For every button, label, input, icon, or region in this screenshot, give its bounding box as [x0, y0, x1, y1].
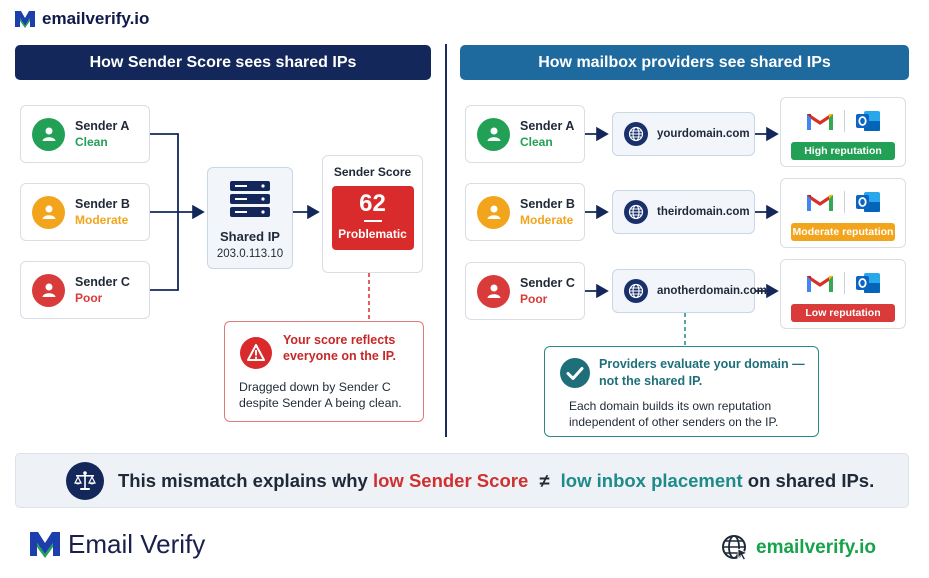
sender-name: Sender B — [520, 196, 575, 211]
summary-banner: This mismatch explains why low Sender Sc… — [15, 453, 909, 508]
user-icon — [32, 273, 65, 307]
note-heading: Providers evaluate your domain — not the… — [599, 357, 805, 388]
footer-brand-left: Email Verify — [28, 528, 205, 560]
footer-brand-name: Email Verify — [68, 528, 206, 559]
right-panel-title: How mailbox providers see shared IPs — [460, 45, 909, 80]
sender-status: Clean — [75, 134, 108, 149]
warning-callout: Your score reflects everyone on the IP. … — [224, 321, 424, 422]
summary-text: This mismatch explains why low Sender Sc… — [118, 470, 874, 492]
logo-separator — [843, 272, 845, 294]
domain-card: theirdomain.com — [612, 190, 755, 234]
sender-name: Sender A — [520, 118, 575, 133]
reputation-badge: Moderate reputation — [791, 223, 895, 241]
provider-note-callout: Providers evaluate your domain — not the… — [544, 346, 819, 437]
domain-card: yourdomain.com — [612, 112, 755, 156]
summary-teal-highlight: low inbox placement — [560, 469, 743, 491]
not-equal-symbol: ≠ — [539, 469, 550, 491]
left-panel-title: How Sender Score sees shared IPs — [15, 45, 431, 80]
right-sender-b-card: Sender B Moderate — [465, 183, 585, 241]
sender-score-value: 62 — [359, 190, 386, 217]
user-icon — [32, 195, 65, 229]
right-sender-a-card: Sender A Clean — [465, 105, 585, 163]
scales-icon — [66, 461, 104, 500]
footer-brand-right: emailverify.io — [721, 534, 876, 562]
domain-name: yourdomain.com — [657, 128, 750, 140]
shared-ip-address: 203.0.113.10 — [216, 248, 284, 260]
user-icon — [477, 195, 510, 229]
footer-site-name: emailverify.io — [756, 537, 877, 558]
globe-icon — [624, 200, 648, 224]
reputation-badge: Low reputation — [791, 304, 895, 322]
sender-name: Sender B — [75, 196, 130, 211]
left-sender-c-card: Sender C Poor — [20, 261, 150, 319]
panel-divider — [445, 44, 447, 437]
sender-score-verdict: Problematic — [338, 227, 407, 241]
brand-mark-icon — [30, 532, 60, 558]
globe-icon — [624, 122, 648, 146]
outlook-icon — [855, 273, 880, 293]
brand-logo-top: emailverify.io — [14, 9, 149, 29]
sender-status: Poor — [520, 291, 548, 306]
provider-card: Moderate reputation — [780, 178, 906, 248]
summary-red-highlight: low Sender Score — [372, 469, 529, 491]
left-sender-a-card: Sender A Clean — [20, 105, 150, 163]
sender-status: Moderate — [75, 212, 129, 227]
user-icon — [32, 117, 65, 151]
right-sender-c-card: Sender C Poor — [465, 262, 585, 320]
check-circle-icon — [560, 358, 590, 388]
sender-status: Poor — [75, 290, 103, 305]
logo-separator — [843, 110, 845, 132]
globe-icon — [624, 279, 648, 303]
sender-name: Sender C — [520, 275, 575, 290]
gmail-icon — [806, 113, 833, 130]
summary-part2: on shared IPs. — [747, 469, 875, 491]
shared-ip-card: Shared IP 203.0.113.10 — [207, 167, 293, 269]
brand-mark-icon — [15, 11, 35, 28]
provider-card: High reputation — [780, 97, 906, 167]
sender-score-label: Sender Score — [333, 165, 412, 179]
server-icon — [230, 181, 270, 217]
gmail-icon — [806, 194, 833, 211]
warning-heading: Your score reflects everyone on the IP. — [283, 333, 397, 363]
provider-card: Low reputation — [780, 259, 906, 329]
sender-status: Moderate — [520, 212, 574, 227]
sender-score-card: Sender Score 62 Problematic — [322, 155, 423, 273]
user-icon — [477, 274, 510, 308]
shared-ip-title: Shared IP — [220, 229, 280, 244]
note-body: Each domain builds its own reputation in… — [569, 399, 779, 429]
brand-name: emailverify.io — [42, 9, 150, 28]
reputation-badge: High reputation — [791, 142, 895, 160]
user-icon — [477, 117, 510, 151]
score-divider — [363, 220, 382, 222]
outlook-icon — [855, 111, 880, 131]
warning-icon — [240, 337, 272, 369]
domain-name: theirdomain.com — [657, 206, 750, 218]
summary-part1: This mismatch explains why — [118, 469, 368, 491]
domain-card: anotherdomain.com — [612, 269, 767, 313]
sender-name: Sender A — [75, 118, 130, 133]
warning-body: Dragged down by Sender C despite Sender … — [239, 380, 402, 410]
left-sender-b-card: Sender B Moderate — [20, 183, 150, 241]
sender-score-box: 62 Problematic — [331, 186, 414, 250]
logo-separator — [843, 191, 845, 213]
globe-cursor-icon — [722, 535, 749, 561]
domain-name: anotherdomain.com — [657, 285, 767, 297]
gmail-icon — [806, 275, 833, 292]
sender-name: Sender C — [75, 274, 130, 289]
sender-status: Clean — [520, 134, 553, 149]
outlook-icon — [855, 192, 880, 212]
